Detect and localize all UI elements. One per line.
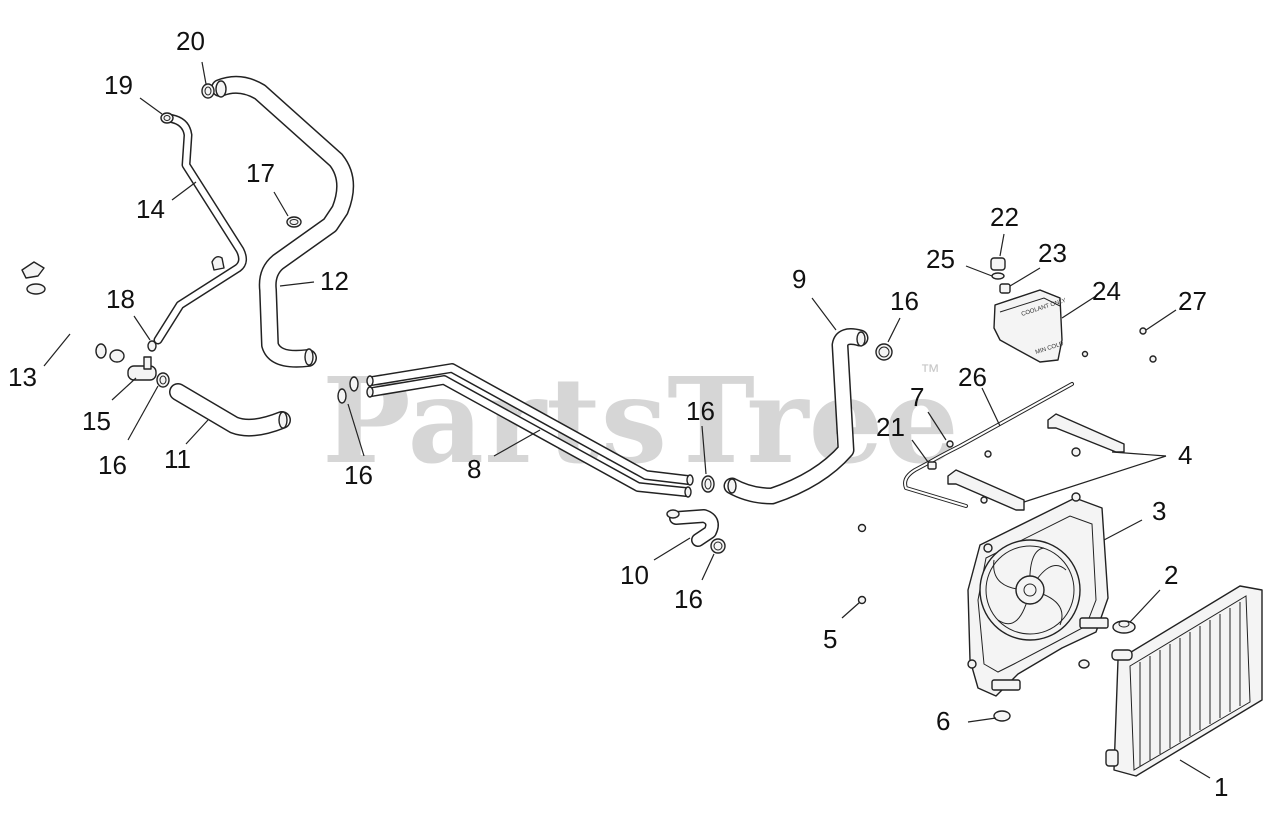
watermark-trademark: ™ xyxy=(920,361,940,383)
part-9-hose[interactable] xyxy=(723,328,869,505)
callout-24: 24 xyxy=(1092,276,1121,306)
part-8-pipes[interactable] xyxy=(366,363,694,498)
callout-4: 4 xyxy=(1178,440,1192,470)
callout-1: 1 xyxy=(1214,772,1228,802)
callout-26: 26 xyxy=(958,362,987,392)
part-2-mount[interactable] xyxy=(1112,620,1136,634)
part-10-hose[interactable] xyxy=(666,509,719,547)
part-13-hose[interactable] xyxy=(26,283,107,359)
callout-3: 3 xyxy=(1152,496,1166,526)
part-16-clamp-lower[interactable] xyxy=(710,538,726,554)
part-14-hose[interactable] xyxy=(153,113,248,345)
part-12-hose[interactable] xyxy=(211,75,355,368)
callout-7: 7 xyxy=(910,382,924,412)
part-20-clamp[interactable] xyxy=(201,83,215,99)
callout-16-upper: 16 xyxy=(890,286,919,316)
callout-13: 13 xyxy=(8,362,37,392)
part-14-clip[interactable] xyxy=(211,255,225,271)
part-15-tee-fitting[interactable] xyxy=(127,356,157,381)
callout-16-left: 16 xyxy=(98,450,127,480)
callout-15: 15 xyxy=(82,406,111,436)
part-17-clamp[interactable] xyxy=(286,216,302,228)
part-6-grommet[interactable] xyxy=(993,659,1090,722)
callout-6: 6 xyxy=(936,706,950,736)
part-22-cap[interactable] xyxy=(990,257,1006,271)
part-24-reservoir[interactable]: COOLANT ONLY MIN COLD xyxy=(993,289,1089,363)
callout-11: 11 xyxy=(164,444,191,474)
callout-22: 22 xyxy=(990,202,1019,232)
callout-20: 20 xyxy=(176,26,205,56)
callout-21: 21 xyxy=(876,412,905,442)
callout-2: 2 xyxy=(1164,560,1178,590)
part-13-clamp[interactable] xyxy=(21,261,45,279)
callout-9: 9 xyxy=(792,264,806,294)
part-11-hose[interactable] xyxy=(169,383,291,437)
part-18-clamp[interactable] xyxy=(147,340,157,352)
callout-8: 8 xyxy=(467,454,481,484)
callout-12: 12 xyxy=(320,266,349,296)
part-16-clamp-pipe-right[interactable] xyxy=(701,475,715,493)
part-7-screw[interactable] xyxy=(946,440,954,448)
callout-10: 10 xyxy=(620,560,649,590)
part-25-seal[interactable] xyxy=(991,272,1005,280)
callout-27: 27 xyxy=(1178,286,1207,316)
part-16-clamp-pipe-left[interactable] xyxy=(337,376,359,404)
part-3-fan-shroud[interactable] xyxy=(967,492,1109,697)
part-4-bracket-upper[interactable] xyxy=(1047,413,1125,457)
callout-19: 19 xyxy=(104,70,133,100)
callout-17: 17 xyxy=(246,158,275,188)
part-21-clip[interactable] xyxy=(927,461,937,470)
callout-25: 25 xyxy=(926,244,955,274)
callout-16-lower: 16 xyxy=(674,584,703,614)
part-23-neck[interactable] xyxy=(999,283,1011,294)
leader-lines xyxy=(43,61,1211,779)
callout-14: 14 xyxy=(136,194,165,224)
callout-16-pipe-right: 16 xyxy=(686,396,715,426)
callout-23: 23 xyxy=(1038,238,1067,268)
callout-18: 18 xyxy=(106,284,135,314)
part-26-overflow-tube[interactable] xyxy=(903,382,1074,508)
part-16-clamp-left[interactable] xyxy=(109,349,170,388)
part-27-screws[interactable] xyxy=(1139,327,1157,363)
callout-16-pipe-left: 16 xyxy=(344,460,373,490)
part-1-radiator[interactable] xyxy=(1105,585,1263,777)
part-5-fastener[interactable] xyxy=(857,523,867,605)
callout-5: 5 xyxy=(823,624,837,654)
part-16-clamp-upper[interactable] xyxy=(875,343,893,361)
part-19-clamp[interactable] xyxy=(160,112,174,124)
part-4-bracket-lower[interactable] xyxy=(947,450,1025,511)
